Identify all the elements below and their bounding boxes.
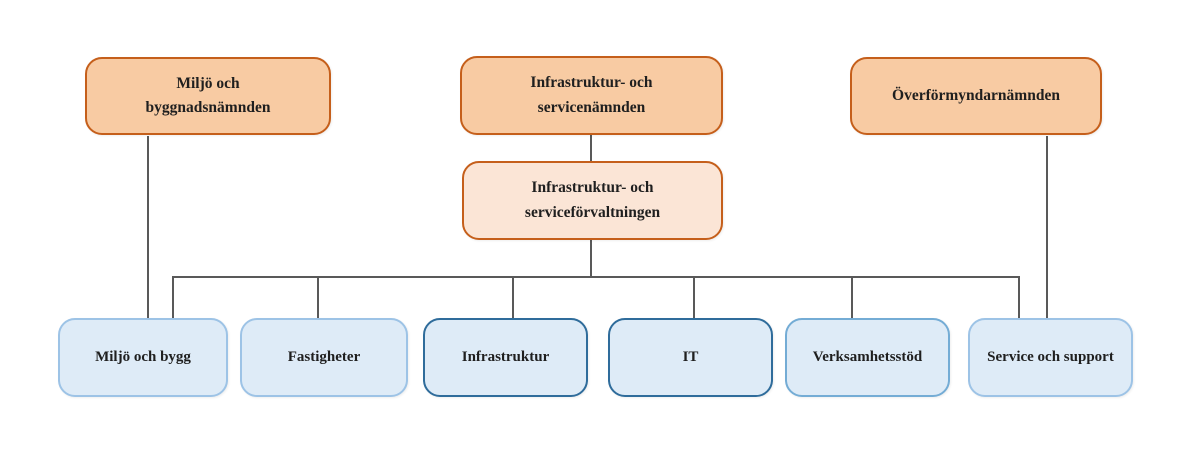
node-label: IT [682, 348, 699, 365]
node-verksamhetsstod: Verksamhetsstöd [785, 318, 950, 397]
connector-drop-infrastruktur [512, 278, 514, 318]
connector-line-forvaltning-to-bus [590, 240, 592, 278]
node-label: Service och support [987, 348, 1114, 365]
node-overformyndarnamnden: Överförmyndarnämnden [850, 57, 1102, 135]
node-label: Verksamhetsstöd [812, 348, 923, 365]
node-label: Infrastruktur- och serviceförvaltningen [524, 179, 661, 221]
connector-drop-service-och-support [1018, 278, 1020, 318]
node-label: Överförmyndarnämnden [892, 86, 1060, 104]
node-label: Infrastruktur- och servicenämnden [530, 74, 653, 116]
connector-line-miljo-namnd-to-miljo-bygg [147, 136, 149, 318]
node-infrastruktur: Infrastruktur [423, 318, 588, 397]
node-miljo-och-bygg: Miljö och bygg [58, 318, 228, 397]
connector-drop-miljo-och-bygg [172, 278, 174, 318]
node-label: Fastigheter [287, 348, 361, 365]
node-label: Miljö och byggnadsnämnden [145, 74, 271, 116]
connector-drop-verksamhetsstod [851, 278, 853, 318]
node-miljo-och-byggnadsnamnden: Miljö och byggnadsnämnden [85, 57, 331, 135]
node-it: IT [608, 318, 773, 397]
connector-drop-it [693, 278, 695, 318]
node-infrastruktur-och-serviceforvaltningen: Infrastruktur- och serviceförvaltningen [462, 161, 723, 240]
node-infrastruktur-och-servicenamnden: Infrastruktur- och servicenämnden [460, 56, 723, 135]
connector-drop-fastigheter [317, 278, 319, 318]
connector-line-namnd-to-forvaltning [590, 135, 592, 162]
node-service-och-support: Service och support [968, 318, 1133, 397]
connector-line-overformyndar-to-service [1046, 136, 1048, 318]
node-label: Infrastruktur [461, 348, 550, 365]
node-label: Miljö och bygg [95, 348, 191, 365]
connector-bus-horizontal [172, 276, 1020, 278]
node-fastigheter: Fastigheter [240, 318, 408, 397]
